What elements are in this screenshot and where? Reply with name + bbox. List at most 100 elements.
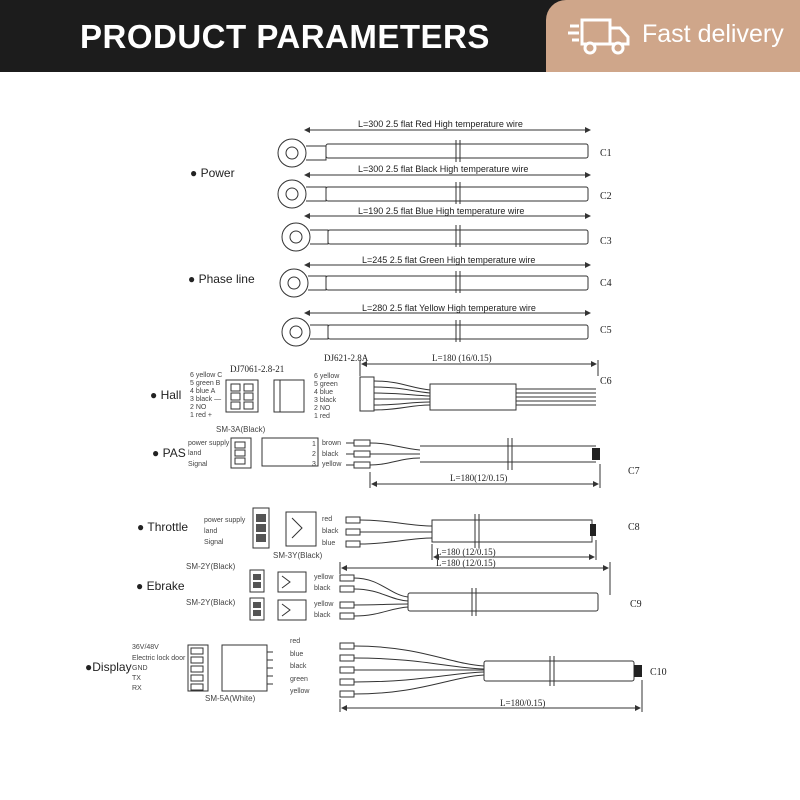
svg-text:1 red +: 1 red + xyxy=(190,412,212,419)
svg-text:5 green B: 5 green B xyxy=(190,380,221,387)
svg-text:1: 1 xyxy=(312,441,316,448)
terminal-block xyxy=(359,376,375,412)
connector-model: SM-5A(White) xyxy=(205,694,256,703)
pin-list-right: 6 yellow 5 green 4 blue 3 black 2 NO 1 r… xyxy=(314,373,340,420)
pin-numbers: 1 2 3 xyxy=(312,441,316,468)
cable-spec: L=190 2.5 flat Blue High temperature wir… xyxy=(358,206,524,216)
svg-text:1 red: 1 red xyxy=(314,413,330,420)
svg-text:brown: brown xyxy=(322,440,341,447)
svg-text:4 blue: 4 blue xyxy=(314,389,333,396)
cable-code: C10 xyxy=(650,667,667,678)
group-label-ebrake: ● Ebrake xyxy=(136,579,185,593)
cable-code: C2 xyxy=(600,191,612,202)
cable-spec: L=280 2.5 flat Yellow High temperature w… xyxy=(362,303,536,313)
cable-c8: power supply land Signal SM-3Y(Black) re… xyxy=(204,507,640,560)
wire-body xyxy=(327,324,589,340)
svg-text:3 black: 3 black xyxy=(314,397,337,404)
svg-text:red: red xyxy=(290,638,300,645)
svg-text:yellow: yellow xyxy=(290,688,310,695)
svg-text:RX: RX xyxy=(132,685,142,692)
cable-code: C6 xyxy=(600,376,612,387)
group-label-display: ●Display xyxy=(85,660,132,674)
pin-list-left: 6 yellow C 5 green B 4 blue A 3 black — … xyxy=(190,372,222,419)
group-label-power: ● Power xyxy=(190,166,235,180)
sheath xyxy=(483,660,635,682)
connector-right-model: DJ621-2.8A xyxy=(324,353,369,363)
sheath xyxy=(429,383,517,411)
svg-text:black: black xyxy=(314,585,331,592)
cable-code: C1 xyxy=(600,148,612,159)
svg-text:5 green: 5 green xyxy=(314,381,338,388)
ring-terminal xyxy=(277,138,307,168)
svg-text:3 black —: 3 black — xyxy=(190,396,221,403)
cable-code: C5 xyxy=(600,325,612,336)
cable-c2: L=300 2.5 flat Black High temperature wi… xyxy=(277,164,612,209)
svg-text:land: land xyxy=(188,450,201,457)
pin-labels: power supply land Signal xyxy=(188,440,230,468)
display-connector-female xyxy=(187,644,209,692)
hall-connector-female xyxy=(225,379,259,413)
group-label-phase-line: ● Phase line xyxy=(188,272,255,286)
svg-text:red: red xyxy=(322,516,332,523)
wire-colors: red black blue xyxy=(322,516,339,547)
fast-delivery-label: Fast delivery xyxy=(642,20,784,48)
svg-text:blue: blue xyxy=(322,540,335,547)
cable-c10: 36V/48V Electric lock door GND TX RX SM-… xyxy=(132,638,667,712)
ring-terminal xyxy=(279,268,309,298)
svg-text:Signal: Signal xyxy=(188,461,208,468)
ebrake-connector-female-a xyxy=(249,569,265,593)
cable-spec: L=300 2.5 flat Black High temperature wi… xyxy=(358,164,528,174)
cable-length: L=180 (12/0.15) xyxy=(436,547,496,557)
svg-text:4 blue A: 4 blue A xyxy=(190,388,216,395)
wire-body xyxy=(325,143,589,159)
connector-model: SM-3A(Black) xyxy=(216,425,266,434)
cable-code: C7 xyxy=(628,466,640,477)
svg-text:36V/48V: 36V/48V xyxy=(132,644,159,651)
connector-model-b: SM-2Y(Black) xyxy=(186,598,236,607)
svg-text:black: black xyxy=(314,612,331,619)
fast-delivery-badge: Fast delivery xyxy=(546,0,800,72)
svg-text:GND: GND xyxy=(132,665,148,672)
svg-text:2: 2 xyxy=(312,451,316,458)
wire-body xyxy=(325,275,589,291)
svg-text:black: black xyxy=(290,663,307,670)
wire-body xyxy=(327,229,589,245)
cable-code: C8 xyxy=(628,522,640,533)
svg-text:yellow: yellow xyxy=(314,574,334,581)
svg-text:2 NO: 2 NO xyxy=(190,404,207,411)
cable-length: L=180 (12/0.15) xyxy=(436,558,496,568)
ebrake-connector-male-a xyxy=(277,571,307,593)
svg-text:blue: blue xyxy=(290,651,303,658)
svg-text:2 NO: 2 NO xyxy=(314,405,331,412)
cable-code: C9 xyxy=(630,599,642,610)
ebrake-connector-female-b xyxy=(249,597,265,621)
hall-connector-male xyxy=(273,379,305,413)
display-connector-male xyxy=(221,644,273,692)
throttle-connector-female xyxy=(252,507,270,549)
ring-terminal xyxy=(281,317,311,347)
svg-text:TX: TX xyxy=(132,675,141,682)
throttle-connector-male xyxy=(285,511,317,547)
svg-text:yellow: yellow xyxy=(314,601,334,608)
sheath xyxy=(407,592,599,612)
pin-labels: power supply land Signal xyxy=(204,517,246,546)
cable-c9: SM-2Y(Black) SM-2Y(Black) yellow black y… xyxy=(186,558,642,621)
pin-labels: 36V/48V Electric lock door GND TX RX xyxy=(132,644,186,692)
cable-length: L=180(12/0.15) xyxy=(450,473,507,483)
cable-spec: L=245 2.5 flat Green High temperature wi… xyxy=(362,255,535,265)
wire-colors: brown black yellow xyxy=(322,440,342,468)
svg-text:Electric lock door: Electric lock door xyxy=(132,655,186,662)
cable-length: L=180/0.15) xyxy=(500,698,545,708)
wire-body xyxy=(325,186,589,202)
pas-connector-male xyxy=(261,437,319,467)
connector-left-model: DJ7061-2.8-21 xyxy=(230,364,284,374)
cable-c4: L=245 2.5 flat Green High temperature wi… xyxy=(279,255,612,298)
svg-text:Signal: Signal xyxy=(204,539,224,546)
cable-length: L=180 (16/0.15) xyxy=(432,353,492,363)
svg-text:land: land xyxy=(204,528,217,535)
cable-c5: L=280 2.5 flat Yellow High temperature w… xyxy=(281,303,612,347)
sheath xyxy=(431,519,593,543)
svg-text:6 yellow: 6 yellow xyxy=(314,373,340,380)
